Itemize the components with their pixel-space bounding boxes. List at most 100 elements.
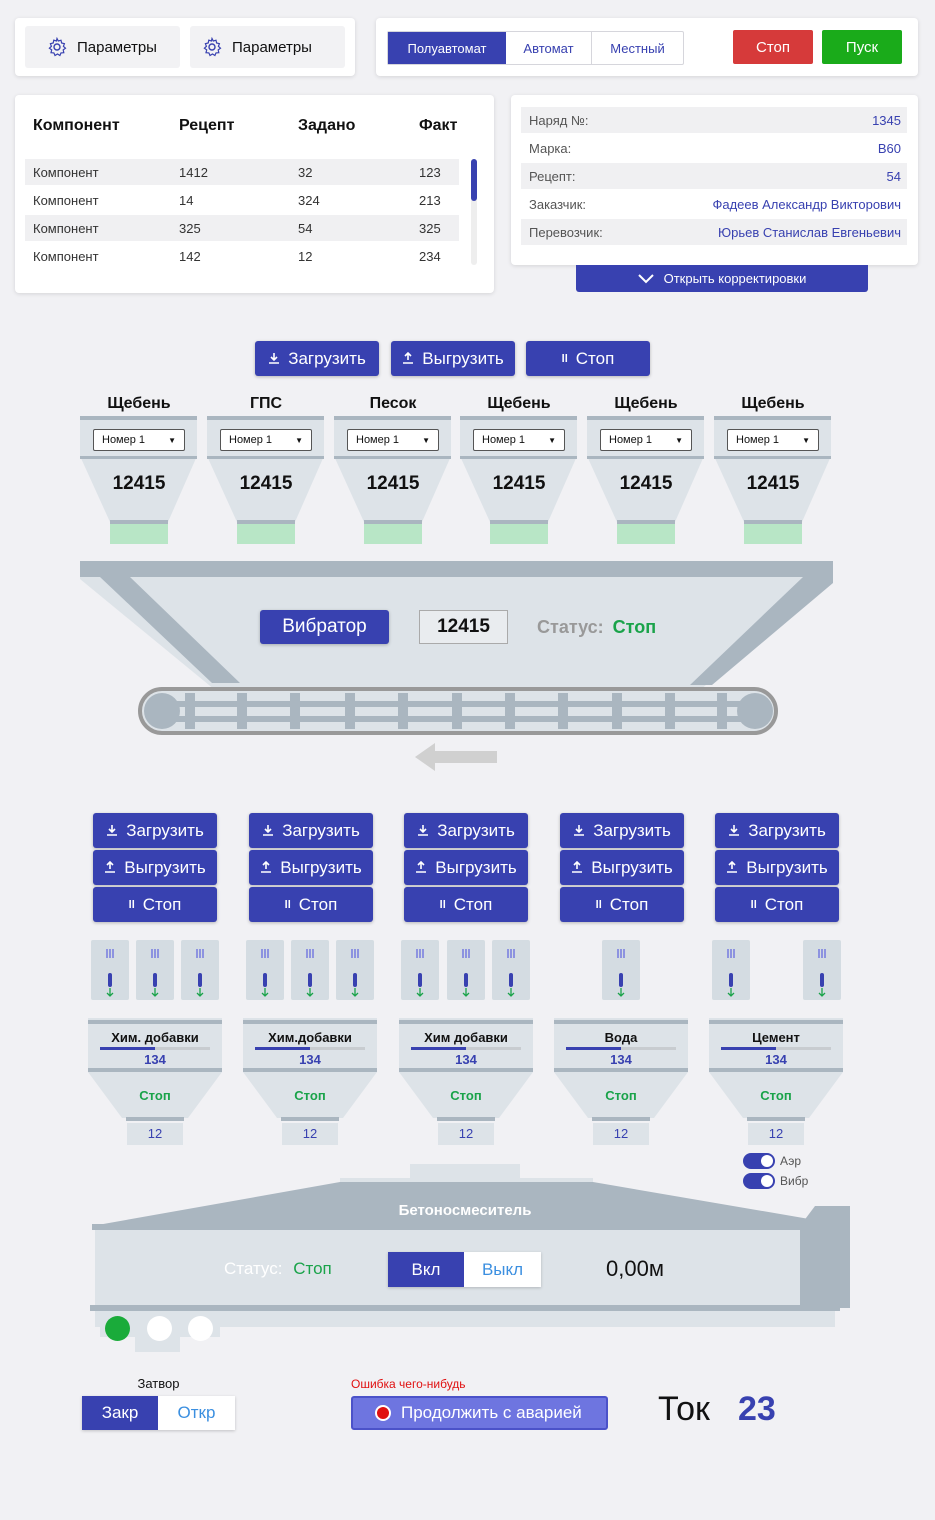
stop-label: Стоп [575,348,615,368]
cell-set: 12 [298,248,313,264]
doser-3-unload-button[interactable]: Выгрузить [404,850,528,885]
doser-4-unload-button[interactable]: Выгрузить [560,850,684,885]
hopper-title: Щебень [107,395,171,412]
table-scrollbar-thumb[interactable] [471,159,477,201]
doser-2-unload-button[interactable]: Выгрузить [249,850,373,885]
params-button-2[interactable]: Параметры [190,26,345,68]
tank-icon [399,1018,533,1121]
tank-status: Стоп [139,1088,171,1103]
caret-down-icon: ▼ [675,435,683,445]
gate-close-button[interactable]: Закр [82,1396,158,1430]
unload-label: Выгрузить [124,857,206,877]
header-component: Компонент [33,117,120,134]
table-scrollbar-track[interactable] [471,159,477,265]
table-row[interactable]: Компонент 1412 32 123 [25,159,459,185]
hopper-select[interactable]: Номер 1▼ [473,429,565,451]
hopper-value: 12415 [619,473,673,494]
doser-5-unload-button[interactable]: Выгрузить [715,850,839,885]
mixer-title: Бетоносмеситель [398,1202,532,1219]
tank-level-bar [566,1047,676,1050]
aer-toggle[interactable] [743,1153,775,1169]
cell-recipe: 325 [179,220,201,236]
load-label: Загрузить [126,820,204,840]
tank-level-fill [566,1047,621,1050]
doser-1-unload-button[interactable]: Выгрузить [93,850,217,885]
aer-label: Аэр [780,1154,802,1168]
valve-icon [91,940,129,1000]
cell-fact: 213 [419,192,441,208]
hopper-value: 12415 [366,473,420,494]
tank-label: Хим добавки [424,1030,508,1045]
components-table: Компонент Рецепт Задано Факт Компонент 1… [15,95,494,293]
hopper-select[interactable]: Номер 1▼ [93,429,185,451]
vibr-toggle[interactable] [743,1173,775,1189]
params-button-1[interactable]: Параметры [25,26,180,68]
hopper-select[interactable]: Номер 1▼ [727,429,819,451]
table-row[interactable]: Компонент 142 12 234 [25,243,459,269]
download-icon [728,824,740,837]
info-row-mark: Марка:B60 [529,140,901,156]
doser-1-load-button[interactable]: Загрузить [93,813,217,848]
chevron-down-icon [637,273,654,284]
valve-icon [447,940,485,1000]
arrow-left-icon [415,743,497,771]
aggregates-stop-button[interactable]: ll Стоп [526,341,650,376]
cell-recipe: 1412 [179,164,208,180]
download-icon [417,824,429,837]
hopper-select[interactable]: Номер 1▼ [220,429,312,451]
doser-3-load-button[interactable]: Загрузить [404,813,528,848]
start-button[interactable]: Пуск [822,30,902,64]
upload-icon [726,861,738,874]
table-row[interactable]: Компонент 14 324 213 [25,187,459,213]
aggregates-unload-button[interactable]: Выгрузить [391,341,515,376]
doser-4-load-button[interactable]: Загрузить [560,813,684,848]
hopper-select[interactable]: Номер 1▼ [600,429,692,451]
valve-icon [712,940,750,1000]
doser-5-load-button[interactable]: Загрузить [715,813,839,848]
mixer-on-off: Вкл Выкл [388,1252,541,1287]
valve-icon [336,940,374,1000]
upload-icon [260,861,272,874]
mode-tab-semiauto[interactable]: Полуавтомат [388,32,506,64]
hopper-title: Щебень [614,395,678,412]
vibrator-button[interactable]: Вибратор [260,610,389,644]
caret-down-icon: ▼ [422,435,430,445]
cell-component: Компонент [33,164,99,180]
continue-with-alarm-button[interactable]: Продолжить с аварией [351,1396,608,1430]
cell-set: 32 [298,164,313,180]
params-label-1: Параметры [77,38,157,56]
valve-icon [803,940,841,1000]
doser-2-load-button[interactable]: Загрузить [249,813,373,848]
upload-icon [402,352,414,365]
unload-label: Выгрузить [280,857,362,877]
mixer-off-button[interactable]: Выкл [464,1252,541,1287]
upload-icon [104,861,116,874]
hopper-title: Щебень [487,395,551,412]
tank-level-bar [411,1047,521,1050]
tank-value: 134 [299,1052,321,1067]
gate-open-button[interactable]: Откр [158,1396,235,1430]
hopper-select[interactable]: Номер 1▼ [347,429,439,451]
table-row[interactable]: Компонент 325 54 325 [25,215,459,241]
download-icon [262,824,274,837]
indicator-light [188,1316,213,1341]
mixer-on-button[interactable]: Вкл [388,1252,464,1287]
aggregates-load-button[interactable]: Загрузить [255,341,379,376]
valve-icon [136,940,174,1000]
load-label: Загрузить [288,348,366,368]
open-corrections-button[interactable]: Открыть корректировки [576,265,868,292]
pause-icon: ll [128,898,135,911]
mode-tab-auto[interactable]: Автомат [506,32,592,64]
load-label: Загрузить [282,820,360,840]
stop-button[interactable]: Стоп [733,30,813,64]
unload-label: Выгрузить [435,857,517,877]
params-label-2: Параметры [232,38,312,56]
status-value: Стоп [612,617,657,637]
mode-tab-local[interactable]: Местный [610,40,665,56]
unload-label: Выгрузить [746,857,828,877]
